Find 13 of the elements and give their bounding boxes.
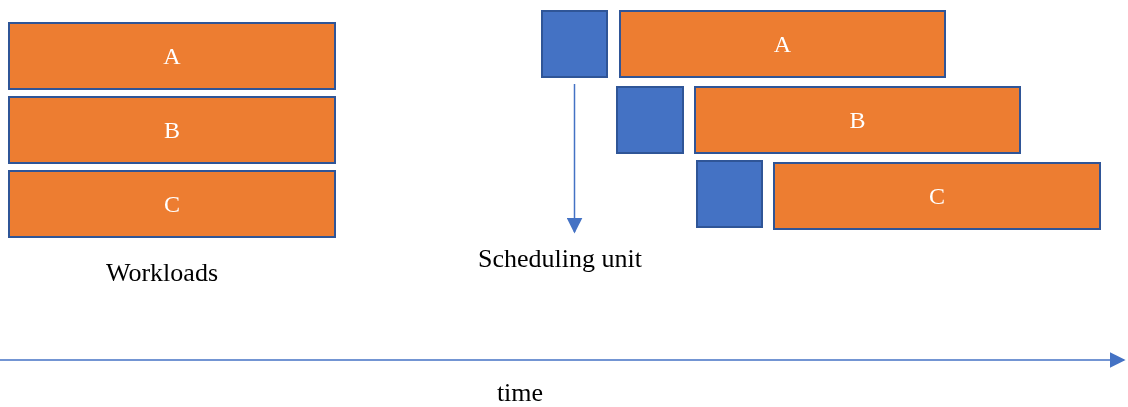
arrow (566, 83, 583, 234)
square-block (696, 160, 763, 228)
bar-block: C (773, 162, 1101, 230)
square-block (541, 10, 608, 78)
square-block (616, 86, 684, 154)
bar-block: C (8, 170, 336, 238)
bar-block: A (8, 22, 336, 90)
bar-block: B (8, 96, 336, 164)
axis-label: time (496, 378, 544, 407)
bar-block: B (694, 86, 1021, 154)
node-label: Scheduling unit (458, 240, 662, 278)
bar-block: A (619, 10, 946, 78)
caption: Workloads (106, 258, 218, 288)
